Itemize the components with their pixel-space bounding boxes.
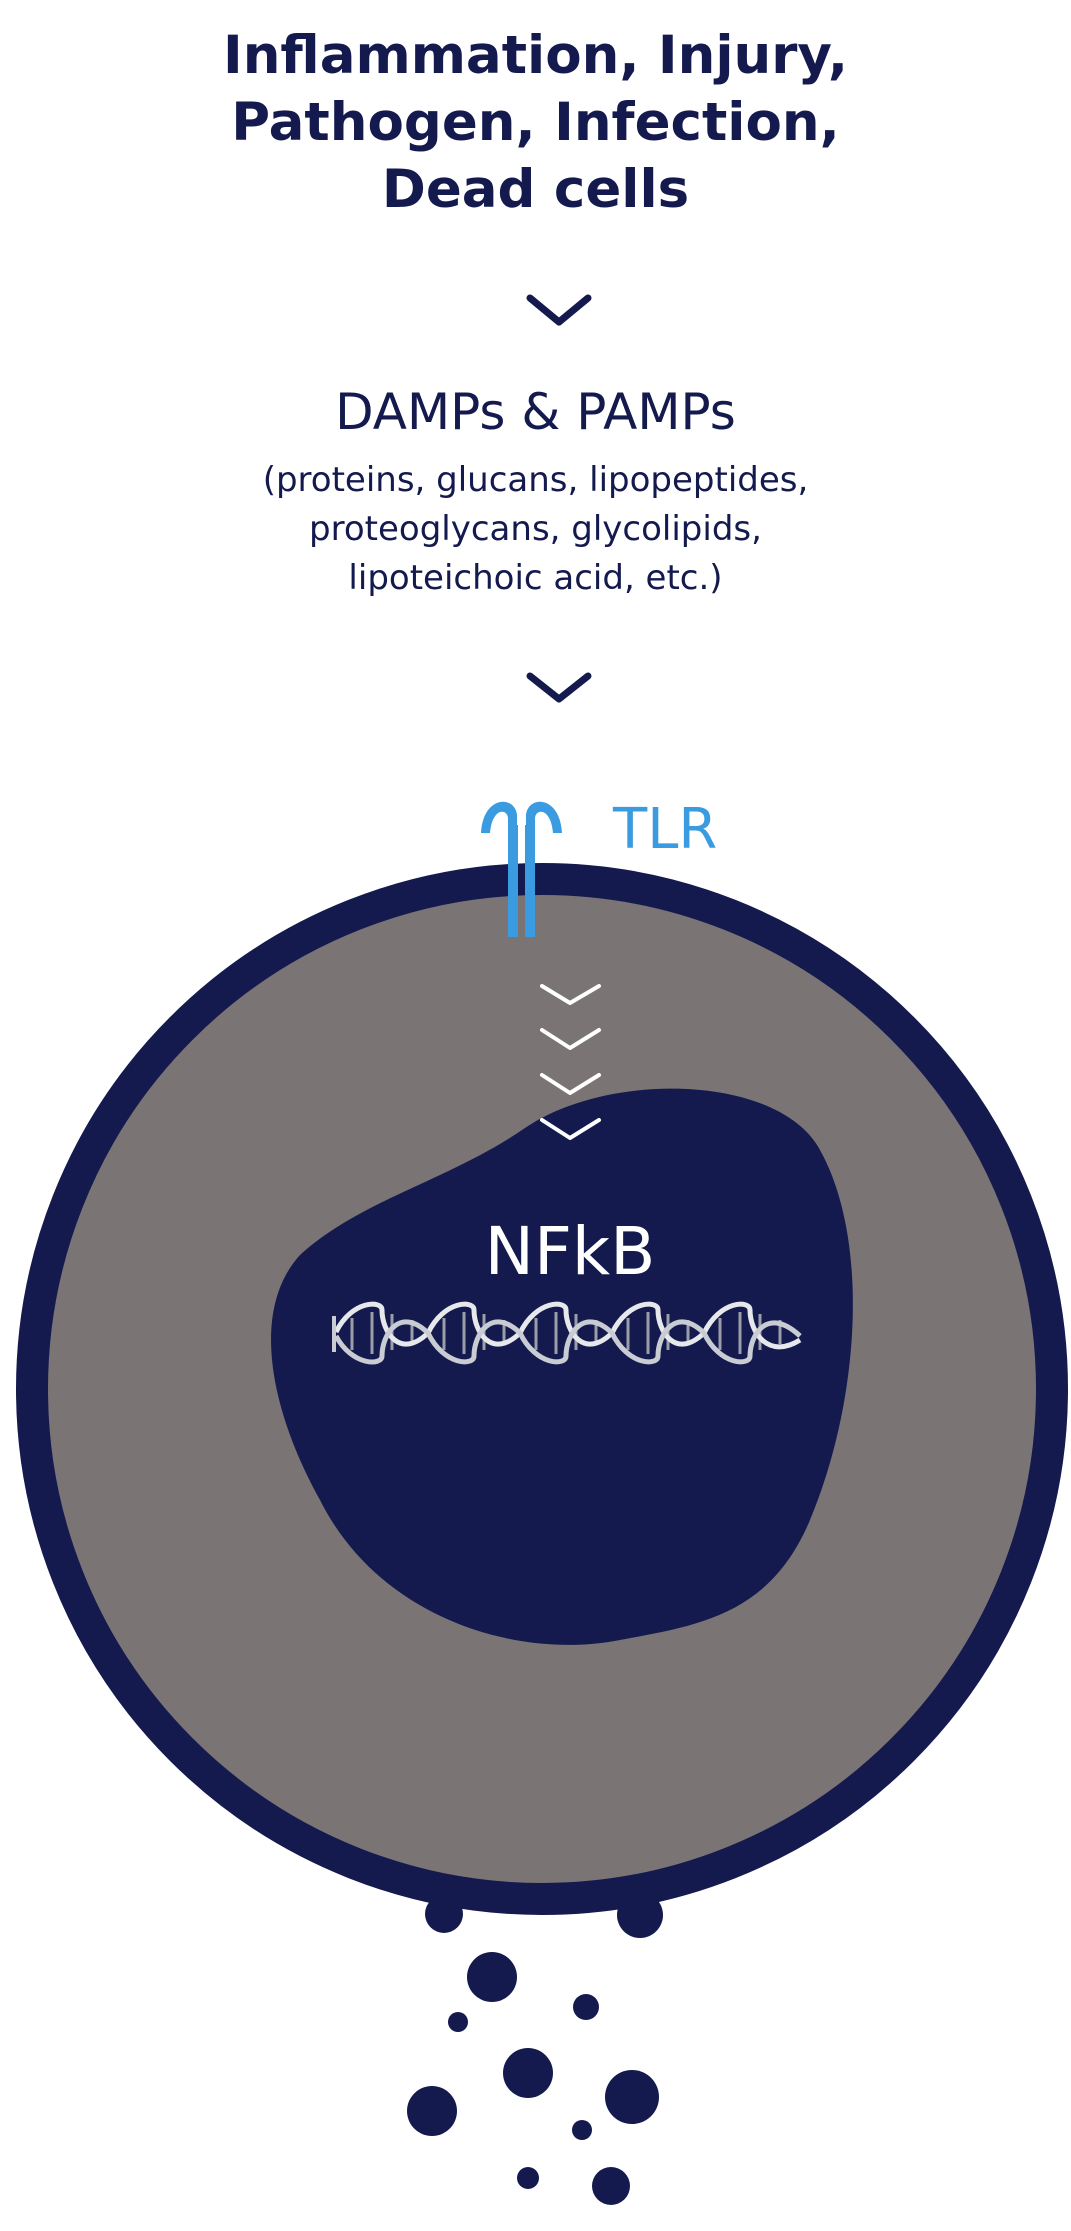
stimuli-title: Inflammation, Injury, Pathogen, Infectio… [0,22,1071,223]
chevron-down-icon [540,1028,601,1050]
secreted-particle-icon [425,1895,463,1933]
secreted-particle-icon [503,2048,553,2098]
secreted-particle-icon [592,2167,630,2205]
chevron-down-icon [540,1118,601,1140]
nucleus [271,1088,853,1645]
molecule-examples-line-1: (proteins, glucans, lipopeptides, [262,460,809,500]
secreted-particle-icon [605,2070,659,2124]
toll-like-receptor-icon [481,801,562,937]
dna-helix-icon [332,1301,802,1365]
secreted-particle-icon [617,1892,663,1938]
nfkb-label: NFkB [484,1213,656,1290]
chevron-down-icon [540,1073,601,1095]
molecule-examples-line-2: proteoglycans, glycolipids, [309,509,762,549]
secreted-particle-icon [573,1994,599,2020]
chevron-down-icon [540,984,601,1005]
secreted-particle-icon [467,1952,517,2002]
stimuli-line-3: Dead cells [381,159,690,220]
molecule-examples: (proteins, glucans, lipopeptides, proteo… [0,456,1071,603]
secreted-particle-icon [448,2012,468,2032]
tlr-label: TLR [613,797,718,862]
secreted-particle-icon [407,2086,457,2136]
damps-pamps-label: DAMPs & PAMPs [335,383,736,441]
chevron-down-icon [526,294,592,326]
molecule-examples-line-3: lipoteichoic acid, etc.) [348,558,723,598]
chevron-down-icon [526,672,592,703]
stimuli-line-2: Pathogen, Infection, [231,92,840,153]
secreted-particle-icon [572,2120,592,2140]
secreted-particle-icon [517,2167,539,2189]
stimuli-line-1: Inflammation, Injury, [222,25,848,86]
